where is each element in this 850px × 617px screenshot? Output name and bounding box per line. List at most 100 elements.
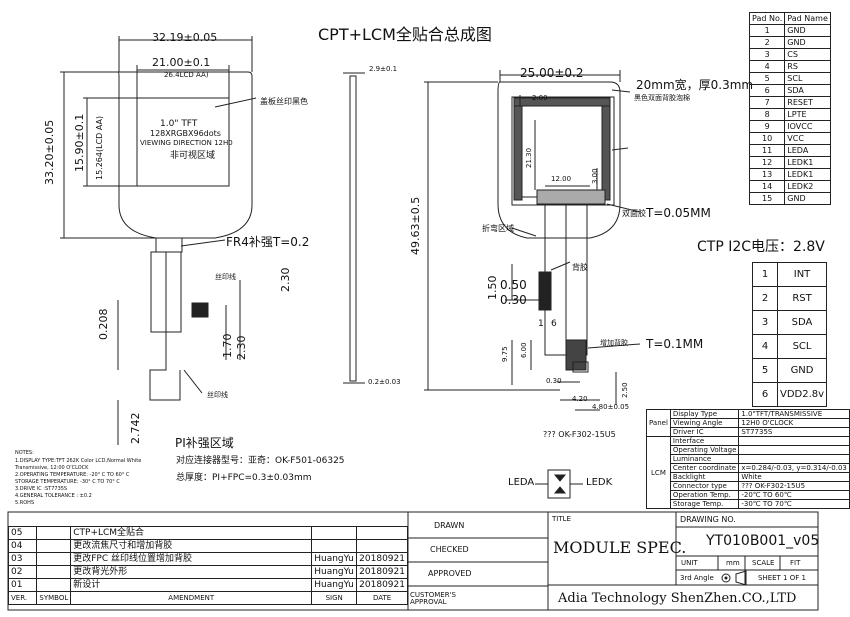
rev-sign: HuangYu (311, 565, 358, 579)
back-outline (497, 81, 621, 239)
pad-name: CS (784, 48, 831, 61)
pad-no: 15 (748, 192, 786, 205)
ledk-label: LEDK (586, 477, 613, 488)
table-row: VER. SYMBOL AMENDMENT SIGN DATE (7, 591, 408, 605)
dim-230a: 2.30 (279, 267, 292, 293)
double-tape-thickness: T=0.05MM (646, 206, 711, 220)
pad-no: 1 (748, 24, 786, 37)
dim-170: 1.70 (221, 333, 234, 359)
ctp-pin-no: 1 (752, 262, 778, 287)
dim-200: 2.00 (532, 94, 548, 102)
dim-fpc-thickness: 0.2±0.03 (368, 378, 401, 386)
rev-header-amendment: AMENDMENT (70, 591, 313, 605)
rev-date (356, 539, 408, 553)
rev-amendment: CTP+LCM全贴合 (70, 526, 313, 540)
pad-name: LEDK2 (784, 180, 831, 193)
drawing-title: CPT+LCM全贴合总成图 (318, 25, 492, 44)
pad-no: 14 (748, 180, 786, 193)
company-name: Adia Technology ShenZhen.CO.,LTD (558, 591, 797, 606)
spec-value: -20℃ TO 60℃ (738, 490, 850, 500)
table-row: 03 更改FPC 丝印线位置增加背胶 HuangYu 20180921 (7, 552, 408, 566)
lcd-text-2: 128XRGBX96dots (150, 129, 221, 138)
note-line: 3.DRIVE IC :ST7735S (15, 486, 68, 492)
leda-label: LEDA (508, 477, 535, 488)
fr4-stiffener (155, 237, 183, 253)
pad-no: 8 (748, 108, 786, 121)
scale-label: SCALE (752, 559, 775, 567)
spec-value: x=0.284/-0.03, y=0.314/-0.03 (738, 463, 850, 473)
revision-table: 05 CTP+LCM全贴合 04 更改流焦尺寸和增加背胶 03 更改FPC 丝印… (7, 526, 408, 605)
spec-value: 1.0"TFT/TRANSMISSIVE (738, 409, 850, 419)
customer-approval-label: CUSTOMER'S APPROVAL (410, 591, 456, 606)
dim-420: 4.20 (572, 395, 588, 403)
dim-total-height: 33.20±0.05 (43, 119, 56, 185)
pad-name: LEDK1 (784, 168, 831, 181)
dim-0208: 0.208 (97, 308, 110, 341)
spec-value: 12H0 O'CLOCK (738, 418, 850, 428)
spec-key: Operating Voltage (669, 445, 740, 455)
pad-name: LPTE (784, 108, 831, 121)
pad-name: GND (784, 36, 831, 49)
ctp-pin-no: 6 (752, 382, 778, 407)
rev-amendment: 更改背光外形 (70, 565, 313, 579)
table-row: 04 更改流焦尺寸和增加背胶 (7, 539, 408, 553)
spec-key: Viewing Angle (669, 418, 740, 428)
spec-value: ??? OK-F302-15U5 (738, 481, 850, 491)
scale-value: FIT (790, 559, 801, 567)
spec-value (738, 436, 850, 446)
spec-value (738, 454, 850, 464)
spec-value (738, 445, 850, 455)
ctp-pin-name: INT (776, 262, 828, 287)
stiffener-glue-label: 增加背胶 (600, 339, 628, 347)
lcd-text-3: VIEWING DIRECTION 12H0 (140, 139, 233, 147)
note-line: 4.GENERAL TOLERANCE : ±0.2 (15, 493, 92, 499)
rev-date: 20180921 (356, 565, 408, 579)
pad-no: 5 (748, 72, 786, 85)
table-row: LCM Interface (646, 436, 850, 509)
pad-name: GND (784, 192, 831, 205)
side-view (349, 75, 357, 382)
dim-lcd-aa-height: 15.264(LCD AA) (95, 115, 104, 180)
fold-area-label: 折弯区域 (482, 224, 514, 233)
total-thickness: 总厚度：PI+FPC=0.3±0.03mm (176, 473, 312, 483)
pi-area-label: PI补强区域 (175, 436, 234, 450)
rev-sign: HuangYu (311, 552, 358, 566)
spec-table: Panel Display Type 1.0"TFT/TRANSMISSIVE … (646, 409, 850, 509)
bezel-label: 盖板丝印黑色 (260, 97, 308, 106)
rev-ver: 01 (7, 578, 38, 592)
ctp-pin-name: SCL (776, 334, 828, 359)
pad-name: RESET (784, 96, 831, 109)
lcd-aa-rect (136, 97, 230, 187)
dim-total-width: 32.19±0.05 (152, 31, 218, 44)
ctp-pin-name: RST (776, 286, 828, 311)
checked-label: CHECKED (430, 545, 469, 554)
pad-name: GND (784, 24, 831, 37)
table-row: 05 CTP+LCM全贴合 (7, 526, 408, 540)
pad-name: SCL (784, 72, 831, 85)
spec-key: Interface (669, 436, 740, 446)
table-row: Connector type??? OK-F302-15U5 (647, 481, 850, 491)
table-row: 02 更改背光外形 HuangYu 20180921 (7, 565, 408, 579)
dim-050: 0.50 (500, 278, 527, 292)
pad-no: 3 (748, 48, 786, 61)
ctp-pin-no: 4 (752, 334, 778, 359)
note-line: 2.OPERATING TEMPERATURE: -20° C TO 60° C (15, 472, 130, 478)
pad-no: 6 (748, 84, 786, 97)
back-glue-label: 背胶 (572, 263, 588, 272)
